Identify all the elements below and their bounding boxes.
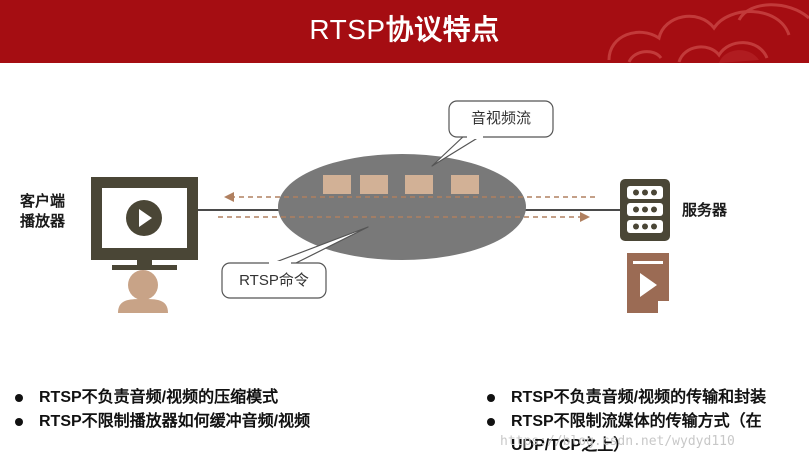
command-arrow-right (218, 212, 590, 222)
network-ellipse (278, 154, 526, 260)
client-label-line2: 播放器 (20, 213, 66, 230)
packet (451, 175, 479, 194)
client-label-line1: 客户端 (20, 193, 66, 210)
user-icon (118, 270, 168, 313)
rtsp-diagram (91, 100, 670, 313)
bullet-item: RTSP不限制播放器如何缓冲音频/视频 (12, 410, 332, 434)
packet (405, 175, 433, 194)
stream-callout-shape (431, 100, 554, 167)
client-label: 客户端 播放器 (20, 192, 65, 232)
server-label: 服务器 (682, 202, 728, 219)
bullet-item: RTSP不负责音频/视频的压缩模式 (12, 386, 332, 410)
stream-arrow-left (224, 192, 595, 202)
media-file-icon (627, 253, 669, 313)
packet (360, 175, 388, 194)
stream-callout: 音视频流 (470, 110, 531, 127)
command-callout-shape (221, 226, 369, 299)
watermark-text: https://blog.csdn.net/wydyd110 (500, 434, 735, 449)
server-rack-icon (620, 179, 670, 241)
packet (323, 175, 351, 194)
header-banner: RTSP协议特点 (0, 0, 809, 63)
bullet-item: RTSP不限制流媒体的传输方式（在UDP/TCP之上） (484, 410, 806, 458)
cloud-decoration-icon (607, 3, 809, 63)
page-title: RTSP协议特点 (309, 14, 500, 45)
bullet-list-right: RTSP不负责音频/视频的传输和封装 RTSP不限制流媒体的传输方式（在UDP/… (484, 386, 806, 458)
bullet-list-left: RTSP不负责音频/视频的压缩模式 RTSP不限制播放器如何缓冲音频/视频 (12, 386, 332, 434)
command-callout: RTSP命令 (239, 272, 309, 289)
monitor-play-icon (91, 177, 198, 270)
bullet-item: RTSP不负责音频/视频的传输和封装 (484, 386, 806, 410)
